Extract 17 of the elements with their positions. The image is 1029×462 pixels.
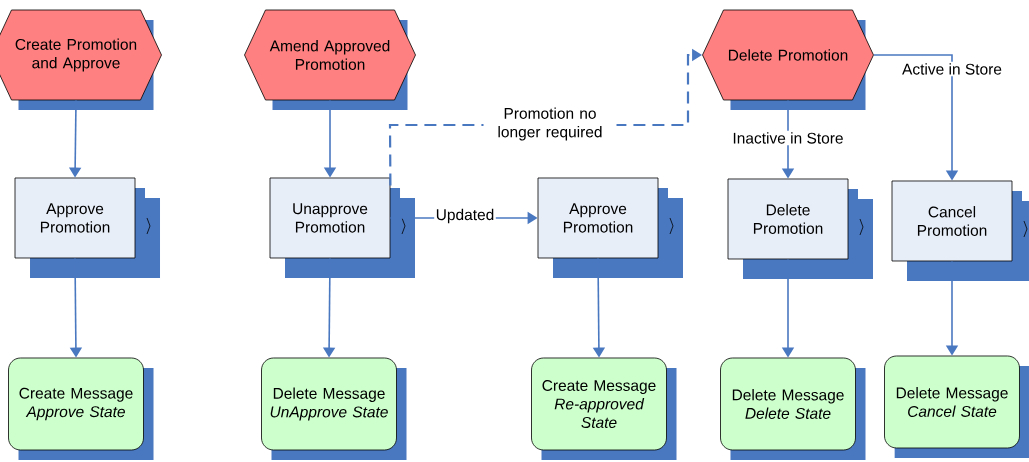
- process-box: Approve Promotion: [14, 177, 160, 278]
- process-box: Delete Promotion: [727, 178, 873, 279]
- edge-label: Active in Store: [900, 61, 1004, 77]
- process-box: Cancel Promotion: [891, 180, 1029, 281]
- message-box: Create Message Approve State: [8, 357, 154, 460]
- process-box: Approve Promotion: [537, 177, 683, 278]
- event-hexagon: Create Promotion and Approve: [0, 9, 162, 110]
- message-box: Create Message Re-approved State: [531, 357, 677, 460]
- event-hexagon: Amend Approved Promotion: [244, 9, 416, 110]
- edge-label: Updated: [434, 207, 496, 225]
- message-box: Delete Message Delete State: [720, 357, 866, 460]
- edge-label: Inactive in Store: [730, 130, 846, 146]
- process-box: Unapprove Promotion: [269, 177, 415, 278]
- event-hexagon: Delete Promotion: [702, 9, 874, 110]
- edge-label: Promotion no longer required: [483, 106, 617, 142]
- message-box: Delete Message UnApprove State: [261, 357, 407, 460]
- message-box: Delete Message Cancel State: [884, 355, 1029, 458]
